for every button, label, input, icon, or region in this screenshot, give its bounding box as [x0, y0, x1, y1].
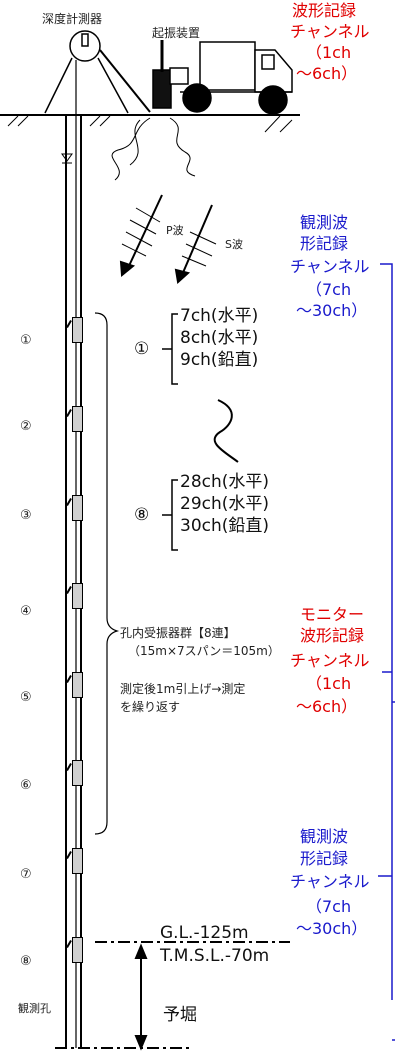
receiver-sensor — [72, 406, 83, 432]
observe-bottom-line-5: ～30ch） — [296, 919, 368, 938]
receiver-sensor — [72, 317, 83, 343]
prebore-label: 予堀 — [163, 1005, 197, 1025]
receiver-sensor — [72, 848, 83, 874]
s-wave-arrow — [174, 204, 217, 284]
observe-bottom-line-3: チャンネル — [290, 872, 370, 891]
receiver-marker: ⑥ — [20, 778, 32, 793]
borehole-label: 観測孔 — [18, 1002, 51, 1015]
procedure-line-2: を繰り返す — [120, 700, 181, 714]
observe-top-line-3: チャンネル — [290, 257, 370, 276]
monitor-top-line-2: チャンネル — [290, 22, 370, 41]
water-level-icon — [61, 153, 73, 164]
channel-group-1-marker: ① — [134, 339, 150, 359]
depth-meter-label: 深度計測器 — [42, 12, 103, 26]
observe-bracket-top — [380, 263, 393, 1000]
observe-bottom-line-2: 形記録 — [300, 849, 349, 868]
p-wave-arrow — [119, 194, 163, 277]
prebore-arrow — [134, 943, 148, 1051]
receiver-sensor — [72, 937, 83, 963]
ellipsis-squiggle — [213, 399, 239, 463]
channel-bracket-8 — [162, 479, 178, 551]
channel-8-line-2: 29ch(水平) — [180, 494, 270, 514]
receiver-sensor — [72, 495, 83, 521]
receiver-marker: ④ — [20, 604, 32, 619]
receiver-group-span: （15m×7スパン＝105m） — [128, 644, 280, 658]
receiver-sensor — [72, 760, 83, 786]
channel-bracket-1 — [162, 313, 178, 385]
observe-bottom-line-1: 観測波 — [300, 827, 349, 846]
p-wave-label: P波 — [166, 224, 184, 237]
receiver-marker: ③ — [20, 508, 32, 523]
observe-top-line-5: ～30ch） — [296, 301, 368, 320]
ground-hatching — [7, 115, 293, 133]
channel-1-line-2: 8ch(水平) — [180, 328, 259, 348]
receiver-marker: ② — [20, 419, 32, 434]
observe-top-line-1: 観測波 — [300, 213, 349, 232]
receiver-group-brace — [94, 312, 120, 835]
channel-1-line-3: 9ch(鉛直) — [180, 350, 259, 370]
monitor-mid-line-2: 波形記録 — [300, 626, 365, 645]
s-wave-label: S波 — [225, 238, 243, 251]
depth-meter-icon — [44, 30, 151, 114]
vibrator-truck-icon — [152, 40, 293, 115]
receiver-marker: ⑤ — [20, 690, 32, 705]
observe-bottom-line-4: （7ch — [306, 897, 352, 916]
monitor-mid-line-5: ～6ch） — [296, 697, 358, 716]
borehole-casing — [65, 115, 82, 1048]
observe-top-line-4: （7ch — [306, 280, 352, 299]
monitor-mid-line-4: （1ch — [306, 674, 352, 693]
monitor-top-line-1: 波形記録 — [292, 1, 357, 20]
receiver-group-label: 孔内受振器群【8連】 — [120, 626, 236, 640]
channel-group-8-marker: ⑧ — [134, 505, 150, 525]
monitor-top-line-3: （1ch — [306, 43, 352, 62]
procedure-line-1: 測定後1m引上げ→測定 — [120, 682, 246, 696]
tmsl-depth-label: T.M.S.L.-70m — [160, 946, 270, 966]
monitor-mid-line-1: モニター — [300, 605, 365, 624]
channel-1-line-1: 7ch(水平) — [180, 306, 259, 326]
monitor-mid-line-3: チャンネル — [290, 651, 370, 670]
source-wave-icon — [111, 117, 196, 181]
receiver-marker: ① — [20, 333, 32, 348]
receiver-sensor — [72, 583, 83, 609]
vibrator-label: 起振装置 — [152, 26, 201, 40]
receiver-marker: ⑧ — [20, 954, 32, 969]
monitor-top-line-4: ～6ch） — [296, 64, 358, 83]
observe-top-line-2: 形記録 — [300, 234, 349, 253]
channel-8-line-3: 30ch(鉛直) — [180, 516, 270, 536]
receiver-marker: ⑦ — [20, 867, 32, 882]
observe-bracket-bottom — [378, 701, 395, 1041]
gl-depth-label: G.L.-125m — [160, 923, 249, 943]
channel-8-line-1: 28ch(水平) — [180, 472, 270, 492]
receiver-sensor — [72, 672, 83, 698]
